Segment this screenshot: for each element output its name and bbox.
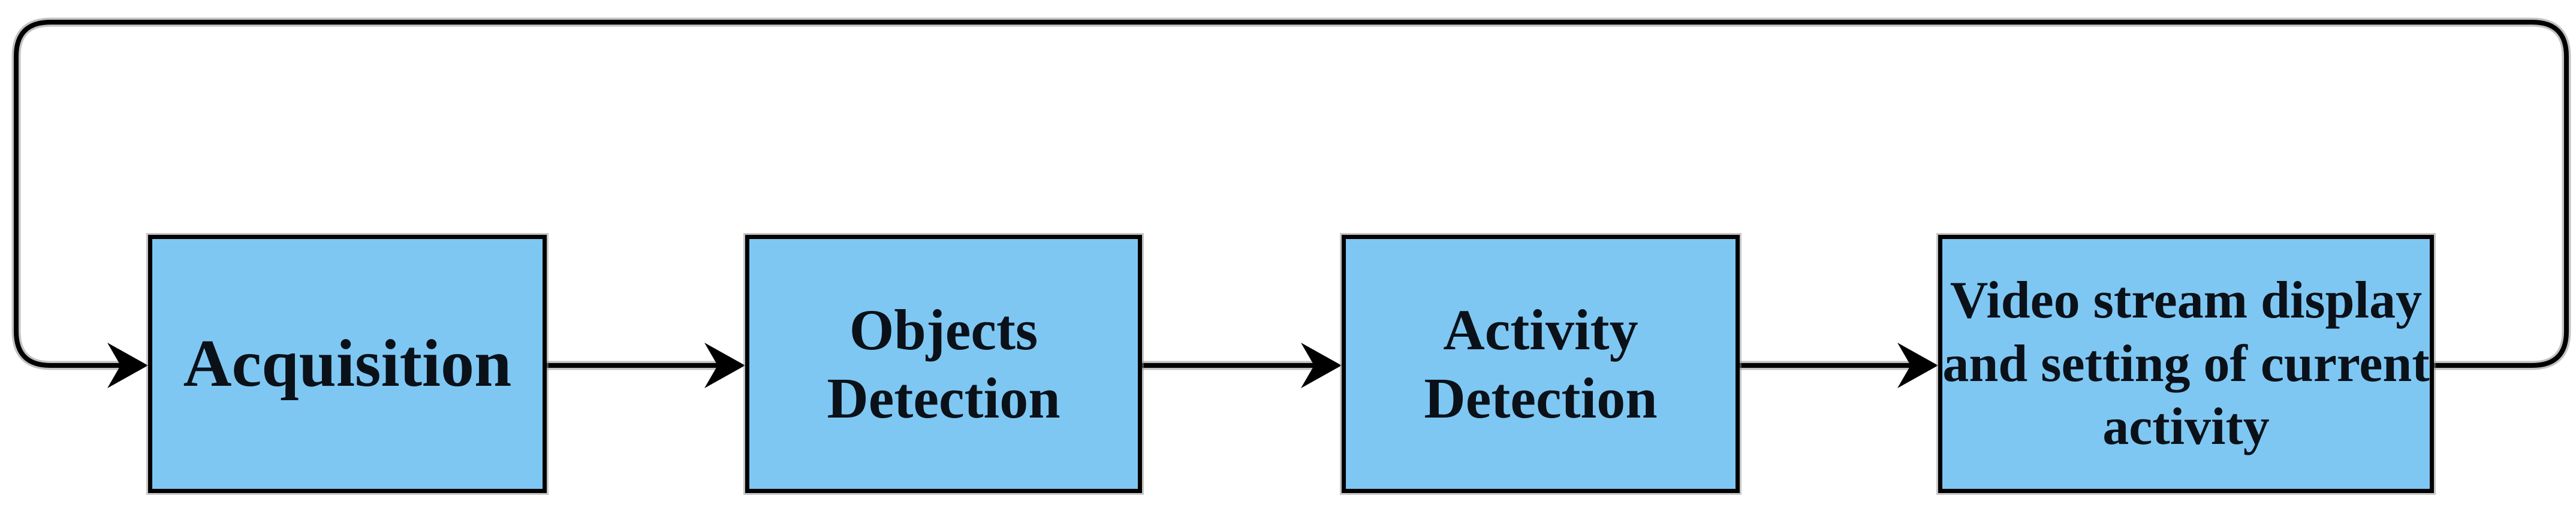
flow-box-video-stream-display: Video stream display and setting of curr…: [1936, 233, 2436, 495]
label-line: and setting of current: [1942, 334, 2430, 393]
label-line: Video stream display: [1950, 271, 2423, 330]
flow-box-label: Activity Detection: [1346, 296, 1736, 432]
label-line: Acquisition: [183, 326, 512, 401]
flow-box-label: Acquisition: [152, 326, 543, 401]
flow-box-activity-detection: Activity Detection: [1340, 233, 1742, 495]
label-line: Objects: [849, 298, 1038, 362]
flow-box-objects-detection: Objects Detection: [743, 233, 1144, 495]
label-line: Detection: [827, 365, 1060, 430]
label-line: Detection: [1424, 365, 1658, 430]
feedback-loop-line: [14, 20, 2569, 368]
feedback-loop-arrowhead-icon: [107, 343, 148, 388]
flow-box-label: Objects Detection: [749, 296, 1138, 432]
flow-box-label: Video stream display and setting of curr…: [1942, 269, 2430, 459]
flow-box-acquisition: Acquisition: [146, 233, 549, 495]
label-line: activity: [2102, 398, 2270, 456]
arrow-activity-to-video-arrowhead-icon: [1897, 343, 1938, 388]
arrow-objects-to-activity-arrowhead-icon: [1301, 343, 1342, 388]
arrow-acquisition-to-objects-arrowhead-icon: [704, 343, 745, 388]
label-line: Activity: [1443, 298, 1638, 362]
